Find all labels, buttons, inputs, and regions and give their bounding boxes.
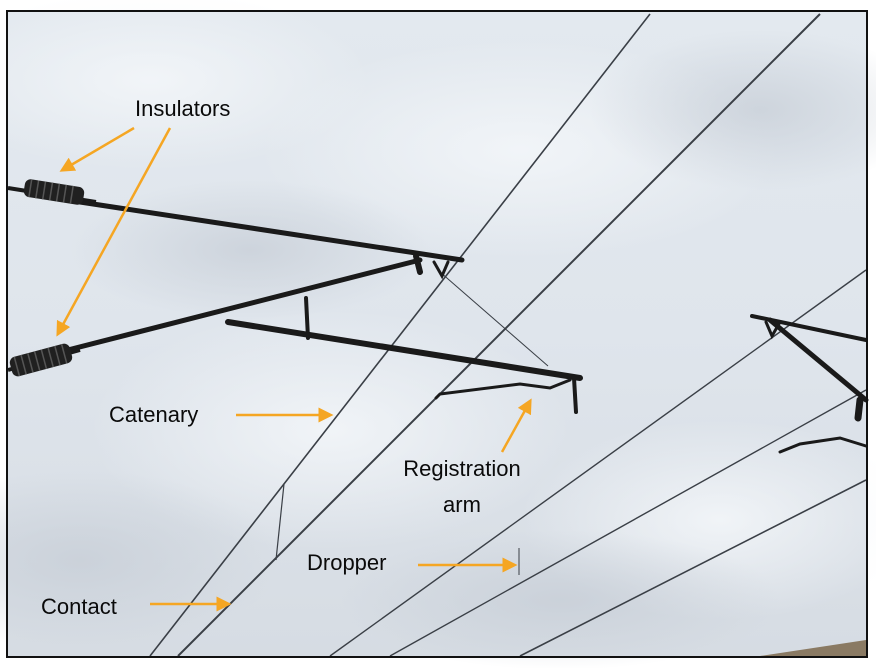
insulator-upper <box>7 179 97 205</box>
registration-arm-bar <box>434 378 572 400</box>
annotation-arrows <box>56 126 532 612</box>
label-registration-line1: Registration <box>403 456 521 481</box>
catenary-wire-right <box>329 269 867 657</box>
catenary-wire-left <box>149 13 651 657</box>
frame-border <box>6 10 868 658</box>
cantilever-left <box>57 199 583 414</box>
upper-tube <box>77 199 465 263</box>
dropper-wire-1 <box>275 483 285 561</box>
right-post <box>854 396 864 422</box>
lower-tube <box>57 257 423 355</box>
right-diagonal <box>767 317 869 403</box>
stay-wire <box>439 271 549 367</box>
arrow-annotation-icon <box>59 126 135 172</box>
drop-post <box>572 376 578 414</box>
insulator-lower <box>7 343 81 377</box>
ground-strip <box>760 640 866 656</box>
right-registration-arm <box>778 436 868 454</box>
contact-wire-right-1 <box>389 389 867 657</box>
brace-tube <box>225 319 583 381</box>
right-clamp <box>764 320 782 340</box>
cantilever-right <box>750 314 869 454</box>
clamp-top <box>432 260 450 280</box>
contact-wire-left <box>177 13 821 657</box>
arrow-annotation-icon <box>500 398 532 453</box>
strut <box>304 296 310 340</box>
support-post <box>413 253 423 275</box>
label-registration-line2: arm <box>443 492 481 517</box>
label-dropper: Dropper <box>307 550 387 575</box>
label-registration-arm: Registration arm <box>382 456 542 518</box>
overhead-wires <box>149 13 867 657</box>
label-catenary: Catenary <box>109 402 199 427</box>
label-contact: Contact <box>41 594 117 619</box>
arrow-annotation-icon <box>56 127 172 337</box>
label-insulators: Insulators <box>135 96 231 121</box>
contact-wire-right-2 <box>519 479 867 657</box>
